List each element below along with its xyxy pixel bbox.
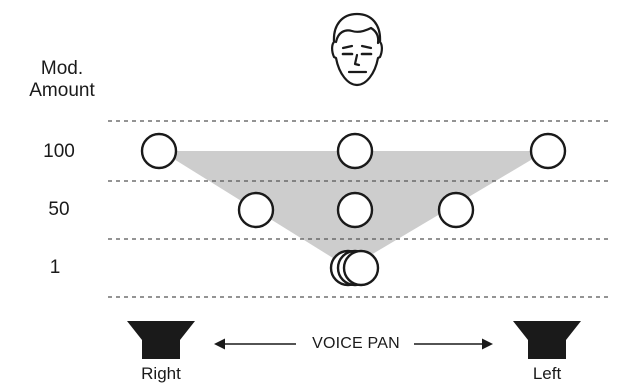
voice-50-right [437, 191, 475, 229]
arrowhead-right-icon [482, 338, 493, 350]
voice-50-left [237, 191, 275, 229]
speaker-left-body [142, 340, 180, 359]
level-label-50: 50 [48, 199, 70, 220]
speaker-right-body [528, 340, 566, 359]
level-label-100: 100 [43, 141, 75, 162]
speaker-icon-right [513, 321, 581, 359]
voice-50-center [336, 191, 374, 229]
level-gridlines [108, 120, 612, 298]
axis-title-line-2: Amount [29, 80, 95, 101]
speaker-right-label: Left [532, 364, 562, 383]
speaker-left-label: Right [141, 364, 181, 383]
voice-100-right [529, 132, 567, 170]
mod-amount-axis-title: Mod. Amount [14, 58, 110, 102]
speaker-icon-left [127, 321, 195, 359]
arrowhead-left-icon [214, 338, 225, 350]
voice-1-c [342, 249, 380, 287]
voice-pan-label: VOICE PAN [312, 335, 400, 352]
level-label-1: 1 [49, 257, 61, 278]
face-icon [331, 12, 383, 87]
pan-arrow [214, 338, 493, 350]
voice-100-center [336, 132, 374, 170]
axis-title-line-1: Mod. [40, 58, 84, 79]
speaker-left-cone [127, 321, 195, 340]
speaker-right-cone [513, 321, 581, 340]
voice-100-left [140, 132, 178, 170]
